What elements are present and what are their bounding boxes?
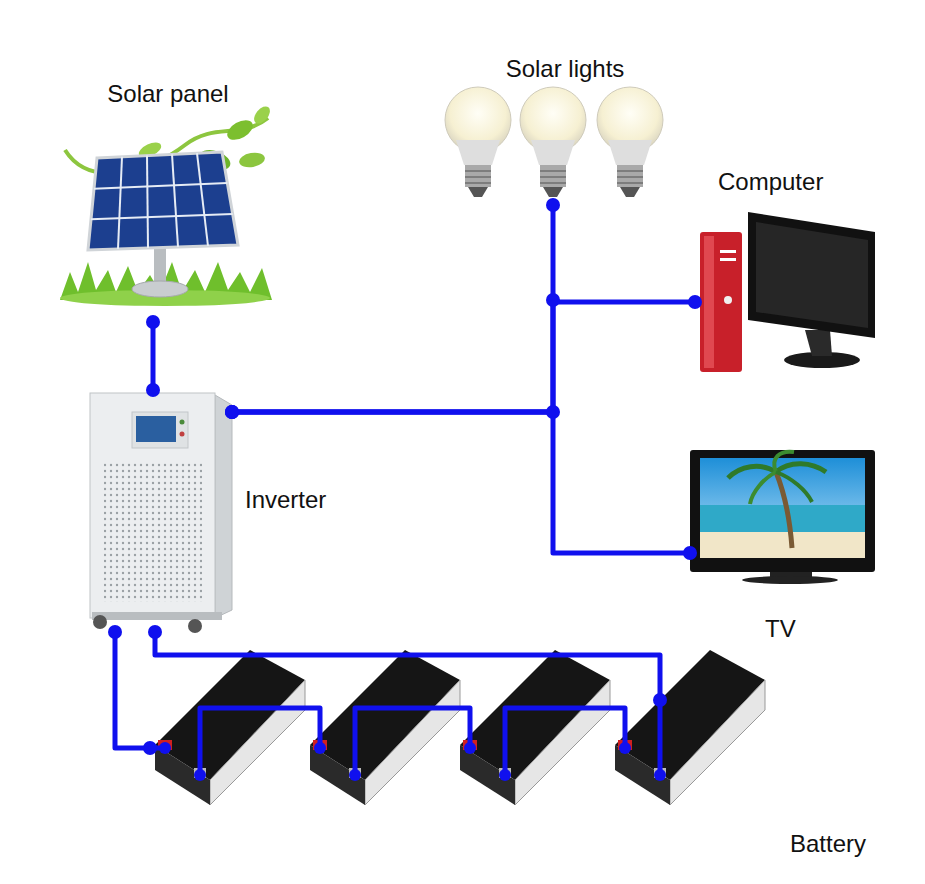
component-node: TV bbox=[690, 450, 875, 572]
wire-line bbox=[155, 632, 660, 700]
wire-line bbox=[115, 632, 150, 748]
wire-dot bbox=[146, 383, 160, 397]
power-wire bbox=[225, 198, 560, 419]
wire-line bbox=[232, 205, 553, 412]
wire-dot bbox=[225, 405, 239, 419]
battery-pictures bbox=[155, 650, 765, 805]
power-wire bbox=[148, 625, 667, 707]
power-wire bbox=[108, 625, 157, 755]
power-wire bbox=[225, 295, 702, 419]
component-node: Solar panel bbox=[55, 112, 280, 322]
component-label: Solar panel bbox=[107, 80, 228, 108]
battery-wires bbox=[150, 700, 660, 775]
wire-dot bbox=[683, 546, 697, 560]
wire-dot bbox=[148, 625, 162, 639]
wire-dot bbox=[546, 198, 560, 212]
wire-dot bbox=[108, 625, 122, 639]
computer-picture bbox=[700, 212, 875, 372]
component-node: Computer bbox=[695, 205, 875, 375]
power-wire bbox=[146, 315, 160, 397]
component-label: Solar lights bbox=[506, 55, 625, 83]
component-node: Inverter bbox=[88, 390, 232, 632]
wire-dot bbox=[225, 405, 239, 419]
component-label: TV bbox=[765, 615, 796, 643]
component-label: Computer bbox=[718, 168, 823, 196]
wire-dot bbox=[688, 295, 702, 309]
wire-dot bbox=[143, 741, 157, 755]
inverter-picture bbox=[90, 393, 232, 633]
power-wire bbox=[225, 405, 697, 560]
solar-panel-picture bbox=[60, 103, 273, 306]
component-label: Battery bbox=[790, 830, 866, 858]
tv-picture bbox=[690, 450, 875, 584]
wire-dot bbox=[225, 405, 239, 419]
wire-dot bbox=[653, 693, 667, 707]
wire-line bbox=[151, 322, 156, 390]
terminal-dots bbox=[159, 293, 666, 781]
wire-dot bbox=[146, 315, 160, 329]
component-label: Inverter bbox=[245, 486, 326, 514]
bulb-pictures bbox=[445, 87, 663, 197]
wire-line bbox=[232, 302, 695, 412]
wire-line bbox=[232, 412, 690, 553]
component-node: Battery bbox=[150, 700, 770, 810]
component-node: Solar lights bbox=[440, 85, 670, 205]
